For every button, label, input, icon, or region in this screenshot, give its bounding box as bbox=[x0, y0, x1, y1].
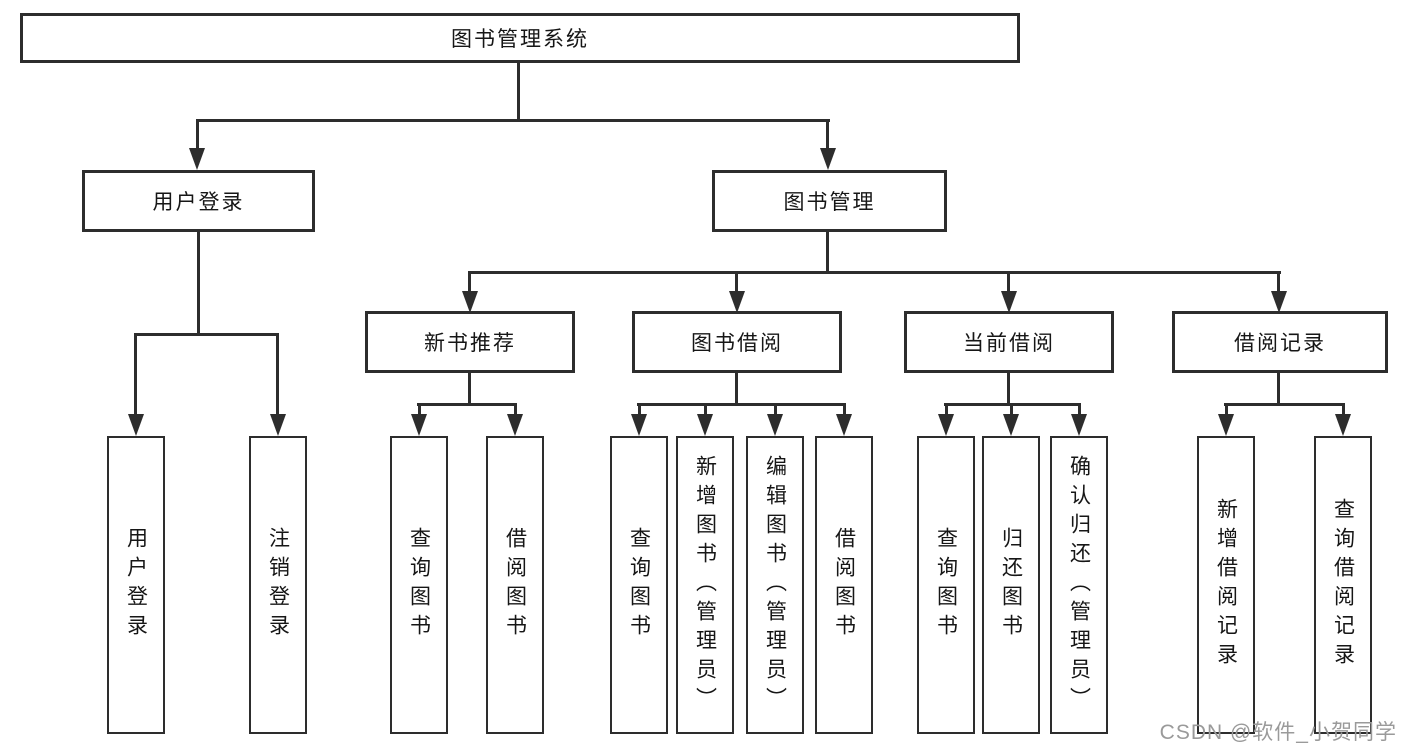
connector-line bbox=[468, 373, 471, 405]
arrow-down-icon bbox=[462, 291, 478, 313]
arrow-down-icon bbox=[507, 414, 523, 436]
arrow-down-icon bbox=[820, 148, 836, 170]
leaf-label: 借阅图书 bbox=[503, 527, 527, 643]
leaf-label: 查询图书 bbox=[934, 527, 958, 643]
connector-line bbox=[197, 232, 200, 335]
node-book-borrowing: 图书借阅 bbox=[632, 311, 842, 373]
connector-line bbox=[134, 333, 279, 336]
connector-line bbox=[638, 403, 641, 418]
node-current-borrowing: 当前借阅 bbox=[904, 311, 1114, 373]
leaf-user-login: 用户登录 bbox=[107, 436, 165, 734]
connector-line bbox=[826, 232, 829, 273]
watermark: CSDN @软件_小贺同学 bbox=[1159, 721, 1397, 744]
arrow-down-icon bbox=[411, 414, 427, 436]
connector-line bbox=[276, 333, 279, 416]
connector-line bbox=[1224, 403, 1345, 406]
connector-line bbox=[196, 119, 199, 151]
connector-line bbox=[704, 403, 707, 418]
arrow-down-icon bbox=[1071, 414, 1087, 436]
connector-line bbox=[1007, 373, 1010, 405]
connector-line bbox=[1007, 271, 1010, 293]
connector-line bbox=[468, 271, 471, 293]
leaf-label: 编辑图书（管理员） bbox=[763, 454, 787, 716]
connector-line bbox=[1277, 373, 1280, 405]
leaf-edit-book-admin: 编辑图书（管理员） bbox=[746, 436, 804, 734]
leaf-label: 注销登录 bbox=[266, 527, 290, 643]
connector-line bbox=[774, 403, 777, 418]
leaf-borrow-books-borrowing: 借阅图书 bbox=[815, 436, 873, 734]
arrow-down-icon bbox=[836, 414, 852, 436]
connector-line bbox=[1010, 403, 1013, 418]
connector-line bbox=[468, 271, 1281, 274]
arrow-down-icon bbox=[270, 414, 286, 436]
connector-line bbox=[735, 373, 738, 405]
connector-line bbox=[735, 271, 738, 293]
leaf-add-borrow-record: 新增借阅记录 bbox=[1197, 436, 1255, 734]
connector-line bbox=[826, 119, 829, 151]
leaf-query-borrow-record: 查询借阅记录 bbox=[1314, 436, 1372, 734]
leaf-confirm-return-admin: 确认归还（管理员） bbox=[1050, 436, 1108, 734]
connector-line bbox=[514, 403, 517, 418]
leaf-label: 借阅图书 bbox=[832, 527, 856, 643]
arrow-down-icon bbox=[1218, 414, 1234, 436]
connector-line bbox=[418, 403, 421, 418]
arrow-down-icon bbox=[189, 148, 205, 170]
leaf-add-book-admin: 新增图书（管理员） bbox=[676, 436, 734, 734]
connector-line bbox=[196, 119, 830, 122]
connector-line bbox=[637, 403, 846, 406]
connector-line bbox=[1277, 271, 1280, 293]
node-user-login: 用户登录 bbox=[82, 170, 315, 232]
connector-line bbox=[1078, 403, 1081, 418]
connector-line bbox=[1225, 403, 1228, 418]
leaf-label: 新增图书（管理员） bbox=[693, 454, 717, 716]
connector-line bbox=[843, 403, 846, 418]
leaf-label: 用户登录 bbox=[124, 527, 148, 643]
leaf-label: 查询图书 bbox=[627, 527, 651, 643]
leaf-label: 查询图书 bbox=[407, 527, 431, 643]
leaf-label: 归还图书 bbox=[999, 527, 1023, 643]
node-library-system: 图书管理系统 bbox=[20, 13, 1020, 63]
arrow-down-icon bbox=[1003, 414, 1019, 436]
node-new-book-recommendation: 新书推荐 bbox=[365, 311, 575, 373]
leaf-label: 查询借阅记录 bbox=[1331, 498, 1355, 672]
connector-line bbox=[517, 63, 520, 120]
arrow-down-icon bbox=[697, 414, 713, 436]
arrow-down-icon bbox=[938, 414, 954, 436]
leaf-borrow-books-recommend: 借阅图书 bbox=[486, 436, 544, 734]
node-borrowing-records: 借阅记录 bbox=[1172, 311, 1388, 373]
connector-line bbox=[1342, 403, 1345, 418]
leaf-return-book: 归还图书 bbox=[982, 436, 1040, 734]
arrow-down-icon bbox=[128, 414, 144, 436]
arrow-down-icon bbox=[631, 414, 647, 436]
connector-line bbox=[945, 403, 948, 418]
arrow-down-icon bbox=[767, 414, 783, 436]
leaf-query-books-recommend: 查询图书 bbox=[390, 436, 448, 734]
arrow-down-icon bbox=[1001, 291, 1017, 313]
connector-line bbox=[417, 403, 517, 406]
leaf-logout: 注销登录 bbox=[249, 436, 307, 734]
leaf-query-books-borrowing: 查询图书 bbox=[610, 436, 668, 734]
leaf-label: 确认归还（管理员） bbox=[1067, 454, 1091, 716]
leaf-label: 新增借阅记录 bbox=[1214, 498, 1238, 672]
leaf-query-books-current: 查询图书 bbox=[917, 436, 975, 734]
arrow-down-icon bbox=[1271, 291, 1287, 313]
arrow-down-icon bbox=[729, 291, 745, 313]
node-book-management: 图书管理 bbox=[712, 170, 947, 232]
connector-line bbox=[134, 333, 137, 416]
arrow-down-icon bbox=[1335, 414, 1351, 436]
